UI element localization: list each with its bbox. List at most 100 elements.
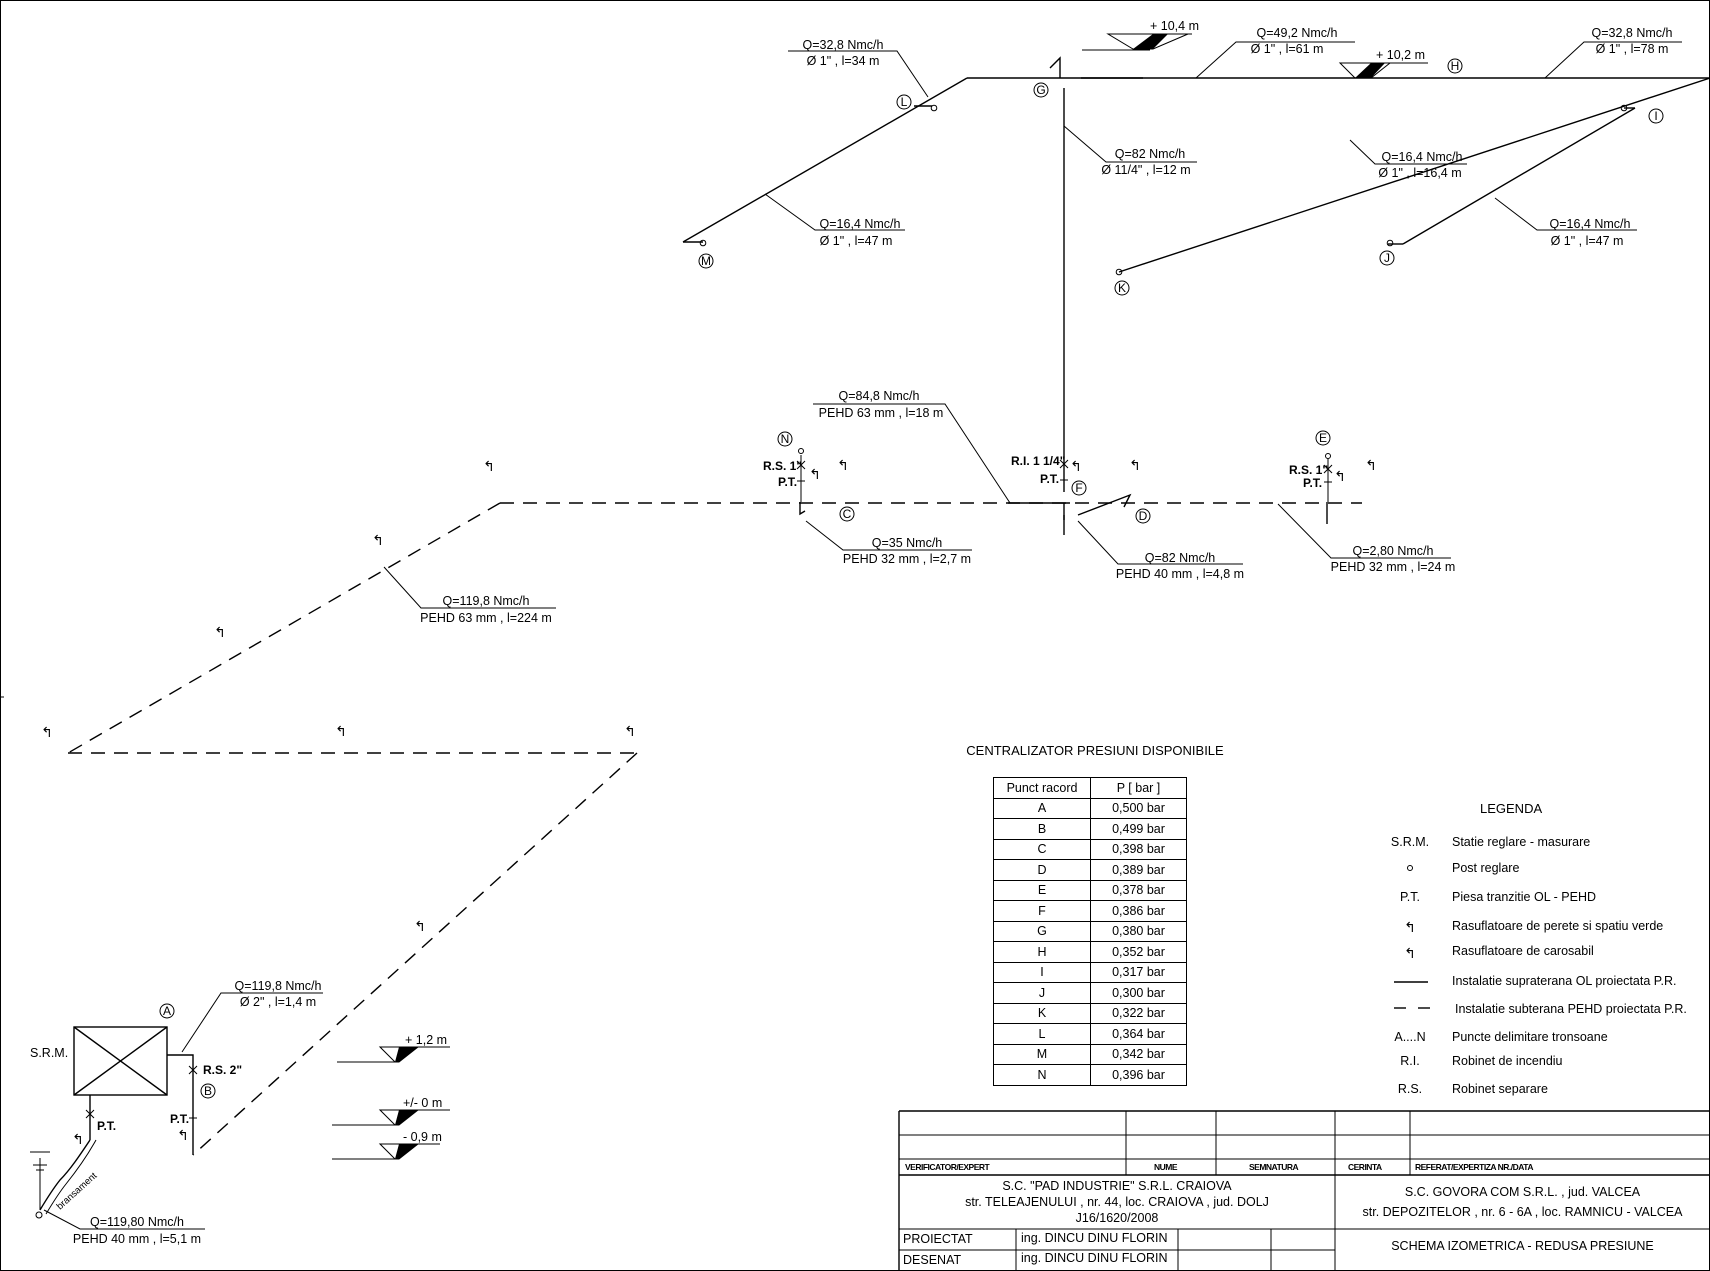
post-dot-E xyxy=(1325,453,1331,459)
pipe-label-BC: PEHD 63 mm , l=224 m xyxy=(420,611,552,625)
flow-label-K: Q=16,4 Nmc/h xyxy=(1382,150,1463,164)
vent-wall-icon: ↰ xyxy=(624,723,636,739)
legend-above-text: Instalatie supraterana OL proiectata P.R… xyxy=(1452,974,1677,988)
pipe-label-FG: Ø 11/4" , l=12 m xyxy=(1101,163,1190,177)
pipe-label-K: Ø 1" , l=16,4 m xyxy=(1378,166,1461,180)
point-H: H xyxy=(1447,58,1463,74)
point-cell: C xyxy=(993,838,1091,860)
company-name: S.C. "PAD INDUSTRIE" S.R.L. CRAIOVA xyxy=(1002,1179,1232,1193)
pt-label-N: P.T. xyxy=(778,475,797,489)
pipe-label-AB: Ø 2" , l=1,4 m xyxy=(240,995,316,1009)
level-marker-top1 xyxy=(1082,33,1192,51)
legend-vent-wall-text: Rasuflatoare de perete si spatiu verde xyxy=(1452,919,1664,933)
point-label-L: L xyxy=(901,95,908,109)
underground-network xyxy=(67,493,1362,1156)
riser-N xyxy=(796,455,806,502)
vent-wall-icon: ↰ xyxy=(809,466,821,482)
leader-K xyxy=(1349,139,1467,165)
level-labels: + 10,4 m + 10,2 m + 1,2 m +/- 0 m - 0,9 … xyxy=(403,19,1425,1144)
point-cell: M xyxy=(993,1043,1091,1065)
elevation-markers xyxy=(332,33,1428,1160)
legend-ri-text: Robinet de incendiu xyxy=(1452,1054,1563,1068)
level-label-top1: + 10,4 m xyxy=(1150,19,1199,33)
tb-nume: NUME xyxy=(1154,1162,1178,1172)
pipe-label-DE: PEHD 32 mm , l=24 m xyxy=(1331,560,1456,574)
legend-post-icon xyxy=(1407,865,1413,871)
riser-top-break xyxy=(1049,56,1061,78)
flow-label-DE: Q=2,80 Nmc/h xyxy=(1353,544,1434,558)
flow-label-L: Q=32,8 Nmc/h xyxy=(803,38,884,52)
point-cell: G xyxy=(993,920,1091,942)
post-dot-L xyxy=(930,104,938,112)
point-cell: A xyxy=(993,797,1091,819)
tb-desenat: DESENAT xyxy=(903,1253,962,1267)
leader-CF xyxy=(813,403,1011,504)
flow-label-CF: Q=84,8 Nmc/h xyxy=(839,389,920,403)
point-D: D xyxy=(1135,508,1151,524)
pipe-to-K xyxy=(1118,77,1710,273)
legend-post-text: Post reglare xyxy=(1452,861,1520,875)
valve-label-E: R.S. 1" xyxy=(1289,463,1328,477)
pt-label-E: P.T. xyxy=(1303,476,1322,490)
point-J: J xyxy=(1379,250,1395,266)
pehd-diagonal-1 xyxy=(67,502,501,754)
flow-label-NC: Q=35 Nmc/h xyxy=(872,536,943,550)
pressure-cell: 0,396 bar xyxy=(1090,1064,1187,1086)
transition-D xyxy=(1077,493,1132,516)
point-cell: J xyxy=(993,982,1091,1004)
leader-J xyxy=(1494,197,1637,231)
point-label-B: B xyxy=(204,1084,212,1098)
leader-M xyxy=(764,193,905,231)
vent-wall-icon: ↰ xyxy=(41,724,53,740)
vent-wall-icon: ↰ xyxy=(1070,458,1082,474)
leader-BC xyxy=(383,566,556,609)
point-C: C xyxy=(839,506,855,522)
level-fill xyxy=(395,1144,418,1159)
pressure-cell: 0,389 bar xyxy=(1090,859,1187,881)
point-G: G xyxy=(1033,82,1049,98)
level-label-lm: - 0,9 m xyxy=(403,1130,442,1144)
tb-referat: REFERAT/EXPERTIZA NR./DATA xyxy=(1415,1162,1533,1172)
pressure-table-title: CENTRALIZATOR PRESIUNI DISPONIBILE xyxy=(966,743,1224,758)
flow-label-H-right: Q=32,8 Nmc/h xyxy=(1592,26,1673,40)
vent-road-icon: ↰ xyxy=(1129,457,1141,473)
legend-srm-text: Statie reglare - masurare xyxy=(1452,835,1591,849)
leader-NC xyxy=(805,520,972,551)
vent-wall-icon: ↰ xyxy=(177,1127,189,1143)
client-address: str. DEPOZITELOR , nr. 6 - 6A , loc. RAM… xyxy=(1362,1205,1683,1219)
level-fill xyxy=(1355,63,1385,78)
pressure-cell: 0,499 bar xyxy=(1090,818,1187,840)
riser-E xyxy=(1323,459,1333,502)
valve-N-icon xyxy=(796,460,806,470)
flow-label-AB: Q=119,8 Nmc/h xyxy=(235,979,322,993)
tb-cerinta: CERINTA xyxy=(1348,1162,1382,1172)
valve-label-N: R.S. 1" xyxy=(763,459,802,473)
leader-GH xyxy=(1195,41,1355,79)
point-label-J: J xyxy=(1384,251,1390,265)
point-label-G: G xyxy=(1036,83,1045,97)
post-dot-J xyxy=(1386,239,1394,247)
pressure-cell: 0,500 bar xyxy=(1090,797,1187,819)
leader-L xyxy=(788,50,929,98)
level-fill xyxy=(395,1110,418,1125)
point-I: I xyxy=(1648,108,1664,124)
srm-box xyxy=(73,1026,168,1096)
point-label-I: I xyxy=(1654,109,1657,123)
leader-DE xyxy=(1277,503,1451,559)
legend-rs-text: Robinet separare xyxy=(1452,1082,1548,1096)
point-A: A xyxy=(159,1003,175,1019)
pressure-cell: 0,380 bar xyxy=(1090,920,1187,942)
pressure-cell: 0,398 bar xyxy=(1090,838,1187,860)
post-dot-N xyxy=(798,448,804,454)
fire-valve-label-F: R.I. 1 1/4" xyxy=(1011,454,1065,468)
drawing-title: SCHEMA IZOMETRICA - REDUSA PRESIUNE xyxy=(1391,1239,1654,1253)
